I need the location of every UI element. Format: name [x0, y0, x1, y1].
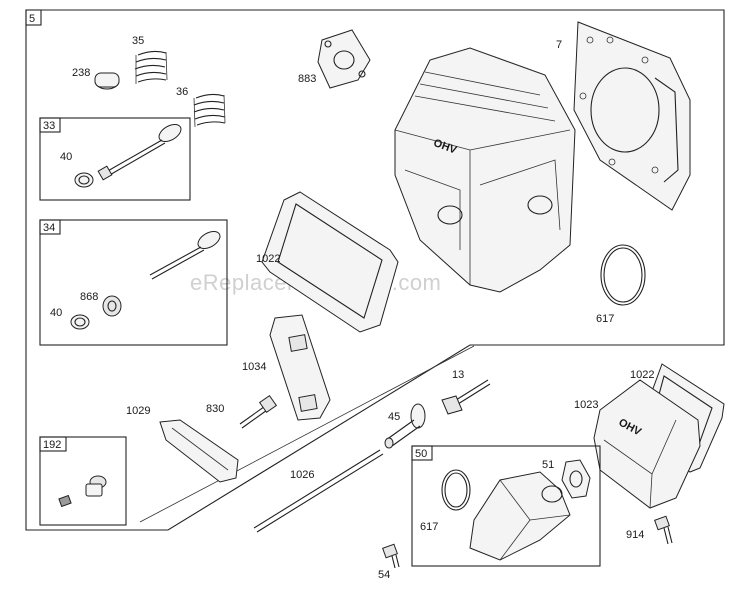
head-gasket-7 — [573, 21, 691, 211]
callout-1023: 1023 — [574, 399, 598, 411]
callout-40b: 40 — [50, 307, 62, 319]
callout-1029: 1029 — [126, 405, 150, 417]
callout-51: 51 — [542, 459, 554, 471]
callout-45: 45 — [388, 411, 400, 423]
callout-1034: 1034 — [242, 361, 266, 373]
box-33-tag — [39, 117, 61, 133]
o-ring-617a — [600, 244, 646, 306]
callout-238: 238 — [72, 67, 90, 79]
screw-54 — [382, 543, 400, 569]
callout-36: 36 — [176, 86, 188, 98]
box-33-label: 33 — [43, 120, 55, 132]
exhaust-gasket-883 — [317, 29, 371, 89]
box-34-label: 34 — [43, 222, 55, 234]
plug-192 — [58, 475, 107, 508]
cylinder-head: OHV — [394, 47, 576, 293]
assembly-border — [25, 9, 725, 531]
box-192 — [39, 436, 127, 526]
callout-830: 830 — [206, 403, 224, 415]
separator-line — [139, 345, 475, 523]
assembly-label: 5 — [29, 13, 35, 25]
push-rod-guide-45 — [384, 403, 426, 449]
box-192-label: 192 — [43, 439, 61, 451]
valve-seal-40b — [70, 314, 90, 330]
callout-617b: 617 — [420, 521, 438, 533]
valve-seal-40a — [74, 172, 94, 188]
callout-868: 868 — [80, 291, 98, 303]
callout-1026: 1026 — [290, 469, 314, 481]
callout-7: 7 — [556, 39, 562, 51]
callout-1022b: 1022 — [630, 369, 654, 381]
callout-1022a: 1022 — [256, 253, 280, 265]
rocker-1029 — [159, 419, 239, 483]
box-50 — [411, 445, 601, 567]
box-192-tag — [39, 436, 67, 452]
valve-cover-1023: OHV — [593, 379, 701, 509]
push-rod-1026 — [253, 449, 384, 533]
callout-54: 54 — [378, 569, 390, 581]
valve-spring-36 — [193, 93, 226, 128]
box-50-tag — [411, 445, 433, 461]
valve-34 — [149, 230, 221, 280]
valve-guide-868 — [102, 295, 122, 317]
valve-cover-gasket-1022a — [261, 191, 399, 333]
callout-883: 883 — [298, 73, 316, 85]
box-34-tag — [39, 219, 61, 235]
assembly-label-box — [25, 9, 42, 26]
box-50-label: 50 — [415, 448, 427, 460]
callout-617a: 617 — [596, 313, 614, 325]
stud-830 — [239, 394, 278, 429]
box-33 — [39, 117, 191, 201]
o-ring-617b — [441, 469, 471, 511]
valve-33 — [97, 123, 182, 181]
breather-1034 — [269, 314, 331, 421]
bolt-13 — [441, 379, 491, 415]
intake-manifold — [469, 471, 571, 561]
callout-914: 914 — [626, 529, 644, 541]
callout-13: 13 — [452, 369, 464, 381]
box-34 — [39, 219, 228, 346]
gasket-51 — [561, 459, 591, 499]
valve-spring-35 — [134, 50, 168, 84]
callout-40a: 40 — [60, 151, 72, 163]
callout-35: 35 — [132, 35, 144, 47]
screw-914 — [654, 515, 673, 545]
valve-cap-238 — [94, 72, 120, 90]
